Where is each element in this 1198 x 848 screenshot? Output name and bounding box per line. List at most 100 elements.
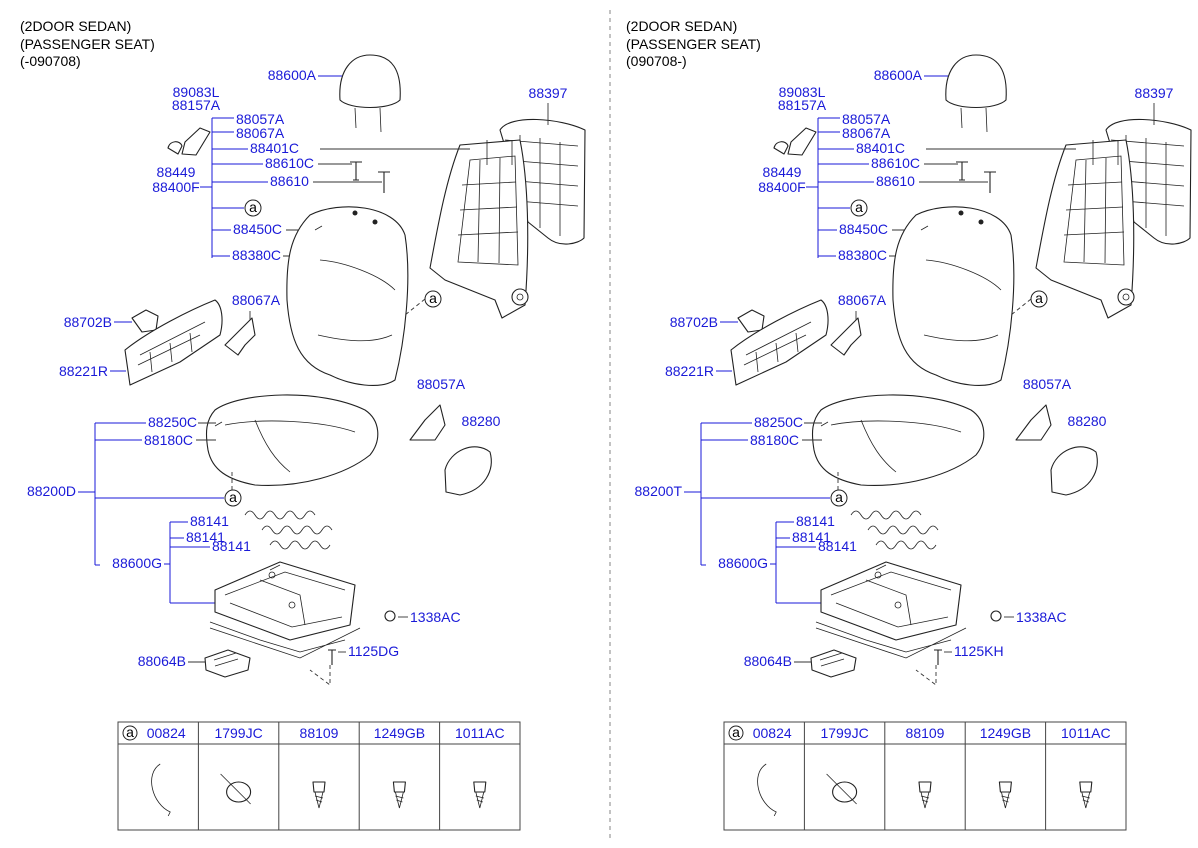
clip-ring-stem — [826, 773, 857, 805]
table-header-part-number[interactable]: 1249GB — [374, 725, 425, 741]
part-label-headrest[interactable]: 88600A — [268, 67, 317, 83]
part-label-p88064B[interactable]: 88064B — [744, 653, 792, 669]
part-label-p88064B[interactable]: 88064B — [138, 653, 186, 669]
seatback-cushion-seams — [317, 259, 396, 342]
part-label-p88057A_top[interactable]: 88057A — [842, 111, 891, 127]
part-label-headrest[interactable]: 88600A — [874, 67, 923, 83]
spring-88141-illustration — [875, 540, 937, 550]
part-label-p88400F[interactable]: 88400F — [758, 179, 805, 195]
part-label-p88449[interactable]: 88449 — [157, 164, 196, 180]
bolt-1125-illustration — [934, 649, 942, 665]
part-label-spring1[interactable]: 88141 — [796, 513, 835, 529]
part-label-p88380C[interactable]: 88380C — [232, 247, 281, 263]
part-label-p88180C[interactable]: 88180C — [144, 432, 193, 448]
screw-thread-illustration — [920, 791, 930, 809]
part-label-p88702B[interactable]: 88702B — [670, 314, 718, 330]
screw-head-illustration — [1079, 781, 1093, 793]
part-label-p88067A_mid[interactable]: 88067A — [838, 292, 887, 308]
part-label-p88401C[interactable]: 88401C — [856, 140, 905, 156]
part-label-p88400F[interactable]: 88400F — [152, 179, 199, 195]
part-label-p88250C[interactable]: 88250C — [148, 414, 197, 430]
part-label-p88600G[interactable]: 88600G — [718, 555, 768, 571]
screw-thread-illustration — [475, 791, 485, 809]
part-label-spring1[interactable]: 88141 — [190, 513, 229, 529]
part-label-p1338AC[interactable]: 1338AC — [1016, 609, 1067, 625]
part-label-p88600G[interactable]: 88600G — [112, 555, 162, 571]
cushion-rivet — [958, 210, 964, 216]
frame-posts — [486, 140, 513, 165]
part-label-p88702B[interactable]: 88702B — [64, 314, 112, 330]
table-header-part-number[interactable]: 1799JC — [214, 725, 262, 741]
callout-circle-letter: a — [429, 290, 437, 306]
part-label-back_cover[interactable]: 88397 — [529, 85, 568, 101]
cushion-rivet — [372, 219, 378, 225]
spring-88141-illustration — [261, 525, 333, 535]
callout-dashed-line — [915, 665, 937, 686]
side-knob-88702B-illustration — [737, 309, 765, 333]
seat-track-frame-detail — [224, 564, 346, 628]
part-label-p89083L[interactable]: 89083L — [173, 84, 220, 100]
cushion-rivet — [978, 219, 984, 225]
part-label-p88067A_top[interactable]: 88067A — [236, 125, 285, 141]
part-label-p88067A_mid[interactable]: 88067A — [232, 292, 281, 308]
part-label-p88280[interactable]: 88280 — [1068, 413, 1107, 429]
part-label-p88250C[interactable]: 88250C — [754, 414, 803, 430]
seatback-frame-grid — [457, 157, 519, 264]
part-label-p88221R[interactable]: 88221R — [59, 363, 108, 379]
part-label-p88057A_top[interactable]: 88057A — [236, 111, 285, 127]
part-label-spring2[interactable]: 88141 — [186, 529, 225, 545]
part-label-p1125[interactable]: 1125DG — [348, 643, 399, 659]
hardware-table — [723, 721, 1127, 831]
callout-circle-letter: a — [835, 489, 843, 505]
table-header-part-number[interactable]: 88109 — [906, 725, 945, 741]
table-header-part-number[interactable]: 1011AC — [455, 725, 505, 741]
table-header-part-number[interactable]: 88109 — [300, 725, 339, 741]
part-label-p88200[interactable]: 88200T — [635, 483, 683, 499]
table-header-part-number[interactable]: 00824 — [753, 725, 792, 741]
part-label-p88449[interactable]: 88449 — [763, 164, 802, 180]
panel-header-line: (PASSENGER SEAT) — [626, 36, 761, 52]
part-label-p88610[interactable]: 88610 — [876, 173, 915, 189]
frame-hole — [288, 601, 296, 609]
frame-hole — [894, 601, 902, 609]
part-label-p88610C[interactable]: 88610C — [265, 155, 314, 171]
part-label-p88610[interactable]: 88610 — [270, 173, 309, 189]
part-label-p88380C[interactable]: 88380C — [838, 247, 887, 263]
part-label-spring3[interactable]: 88141 — [818, 538, 857, 554]
part-label-p88450C[interactable]: 88450C — [233, 221, 282, 237]
callout-dashed-line — [309, 665, 331, 686]
seat-track-frame-illustration — [820, 561, 962, 641]
screw-head-illustration — [918, 781, 932, 793]
bolt-88610-illustration — [378, 171, 390, 193]
part-label-p1125[interactable]: 1125KH — [954, 643, 1004, 659]
part-label-p88067A_top[interactable]: 88067A — [842, 125, 891, 141]
part-label-p88157A[interactable]: 88157A — [778, 97, 827, 113]
part-label-spring3[interactable]: 88141 — [212, 538, 251, 554]
part-label-p88157A[interactable]: 88157A — [172, 97, 221, 113]
table-header-part-number[interactable]: 1011AC — [1061, 725, 1111, 741]
part-label-p88057A_mid[interactable]: 88057A — [1023, 376, 1072, 392]
part-label-p88401C[interactable]: 88401C — [250, 140, 299, 156]
part-label-p89083L[interactable]: 89083L — [779, 84, 826, 100]
part-label-p88450C[interactable]: 88450C — [839, 221, 888, 237]
table-header-part-number[interactable]: 00824 — [147, 725, 186, 741]
part-label-p88610C[interactable]: 88610C — [871, 155, 920, 171]
part-label-p88180C[interactable]: 88180C — [750, 432, 799, 448]
table-header-part-number[interactable]: 1249GB — [980, 725, 1031, 741]
recliner-center — [516, 293, 524, 301]
hinge-cover-88067A-illustration — [224, 317, 256, 356]
screw-thread-illustration — [394, 791, 404, 809]
part-label-p1338AC[interactable]: 1338AC — [410, 609, 461, 625]
seat-cushion-clip — [820, 421, 829, 427]
part-label-p88200[interactable]: 88200D — [27, 483, 76, 499]
part-label-p88057A_mid[interactable]: 88057A — [417, 376, 466, 392]
screw-head-illustration — [312, 781, 326, 793]
seatback-cushion-seams — [923, 259, 1002, 342]
part-label-spring2[interactable]: 88141 — [792, 529, 831, 545]
screw-head-illustration — [473, 781, 487, 793]
bolt-88610C-illustration — [350, 161, 362, 181]
part-label-p88280[interactable]: 88280 — [462, 413, 501, 429]
part-label-back_cover[interactable]: 88397 — [1135, 85, 1174, 101]
part-label-p88221R[interactable]: 88221R — [665, 363, 714, 379]
table-header-part-number[interactable]: 1799JC — [820, 725, 868, 741]
